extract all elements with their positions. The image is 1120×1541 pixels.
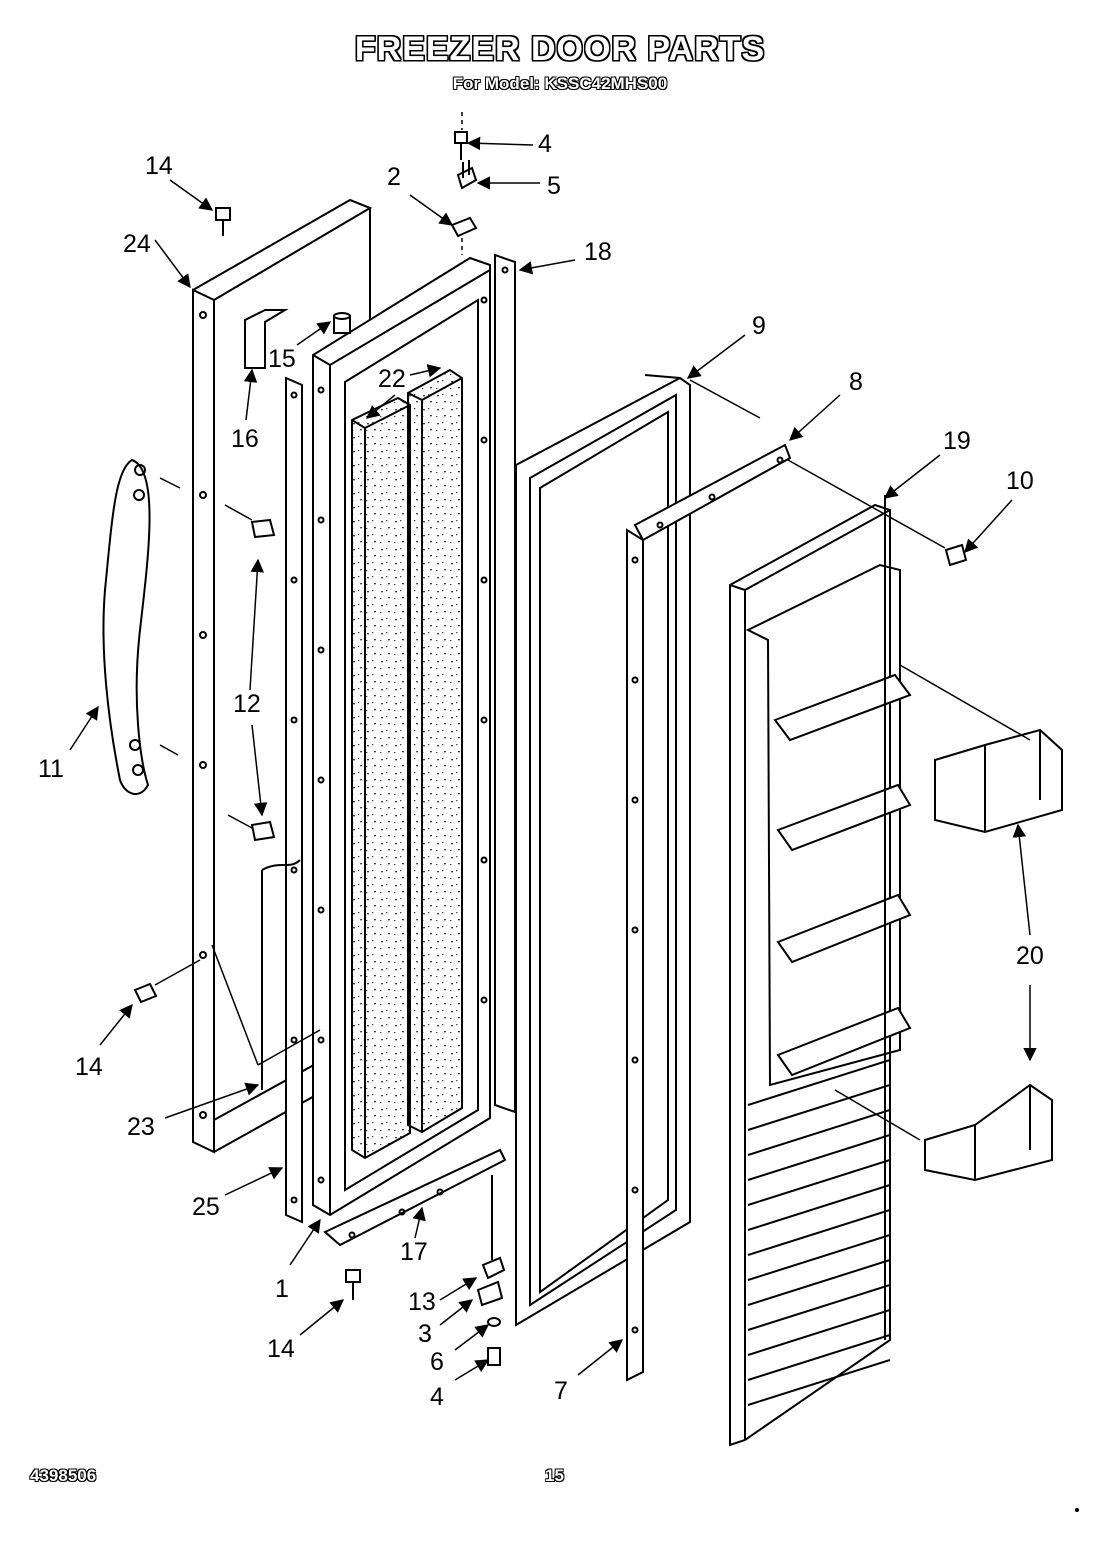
callout-16: 16 — [231, 425, 259, 453]
callout-11: 11 — [38, 755, 64, 783]
breaker-strip — [626, 528, 644, 1382]
screw-12-upper — [250, 518, 276, 539]
callout-2: 2 — [387, 163, 401, 191]
callout-20: 20 — [1016, 942, 1044, 970]
screw-14-bottom — [345, 1269, 361, 1300]
top-hinge-assembly — [450, 131, 478, 238]
document-number: 4398506 — [30, 1466, 97, 1485]
callout-10: 10 — [1006, 467, 1034, 495]
plug-15 — [333, 312, 351, 334]
callout-12: 12 — [233, 690, 261, 718]
door-handle — [102, 458, 151, 795]
page-title: FREEZER DOOR PARTS — [354, 30, 766, 68]
callout-15: 15 — [268, 345, 296, 373]
callout-17: 17 — [400, 1238, 428, 1266]
screw-14-left — [133, 982, 158, 1004]
callout-23: 23 — [127, 1113, 155, 1141]
callout-4-bottom: 4 — [430, 1383, 444, 1411]
screw-10 — [944, 543, 968, 567]
insulation-block-1 — [351, 396, 411, 1160]
callout-1: 1 — [275, 1275, 289, 1303]
door-gasket — [515, 374, 691, 1327]
insulation-block-2 — [407, 368, 463, 1134]
callout-5: 5 — [547, 172, 561, 200]
callout-14-bottom: 14 — [267, 1335, 295, 1363]
callout-3: 3 — [418, 1320, 432, 1348]
callout-14-top: 14 — [145, 152, 173, 180]
callout-22: 22 — [378, 365, 406, 393]
door-bin-lower — [924, 1083, 1053, 1182]
door-bin-upper — [934, 728, 1063, 834]
callout-25: 25 — [192, 1193, 220, 1221]
screw-14-top — [215, 207, 231, 236]
callout-6: 6 — [430, 1348, 444, 1376]
screw-12-lower — [250, 820, 276, 842]
top-trim — [633, 443, 792, 542]
panel-23 — [261, 859, 301, 1090]
callout-18: 18 — [584, 238, 612, 266]
bottom-bracket — [323, 1148, 507, 1247]
gasket-strip-right — [494, 253, 516, 1114]
callout-4-top: 4 — [538, 130, 552, 158]
bracket-16 — [244, 309, 289, 369]
callout-8: 8 — [849, 368, 863, 396]
corner-dot — [1075, 1508, 1079, 1512]
model-subtitle: For Model: KSSC42MHS00 — [452, 74, 668, 93]
bottom-hinge-assembly — [476, 1175, 506, 1366]
callout-9: 9 — [752, 312, 766, 340]
callout-14-left: 14 — [75, 1053, 103, 1081]
callout-19: 19 — [943, 427, 971, 455]
page-number: 15 — [545, 1466, 564, 1485]
inner-door-liner — [729, 495, 912, 1447]
callout-13: 13 — [408, 1288, 436, 1316]
callout-24: 24 — [123, 230, 151, 258]
callout-7: 7 — [554, 1377, 568, 1405]
gasket-strip-left — [285, 376, 303, 1224]
